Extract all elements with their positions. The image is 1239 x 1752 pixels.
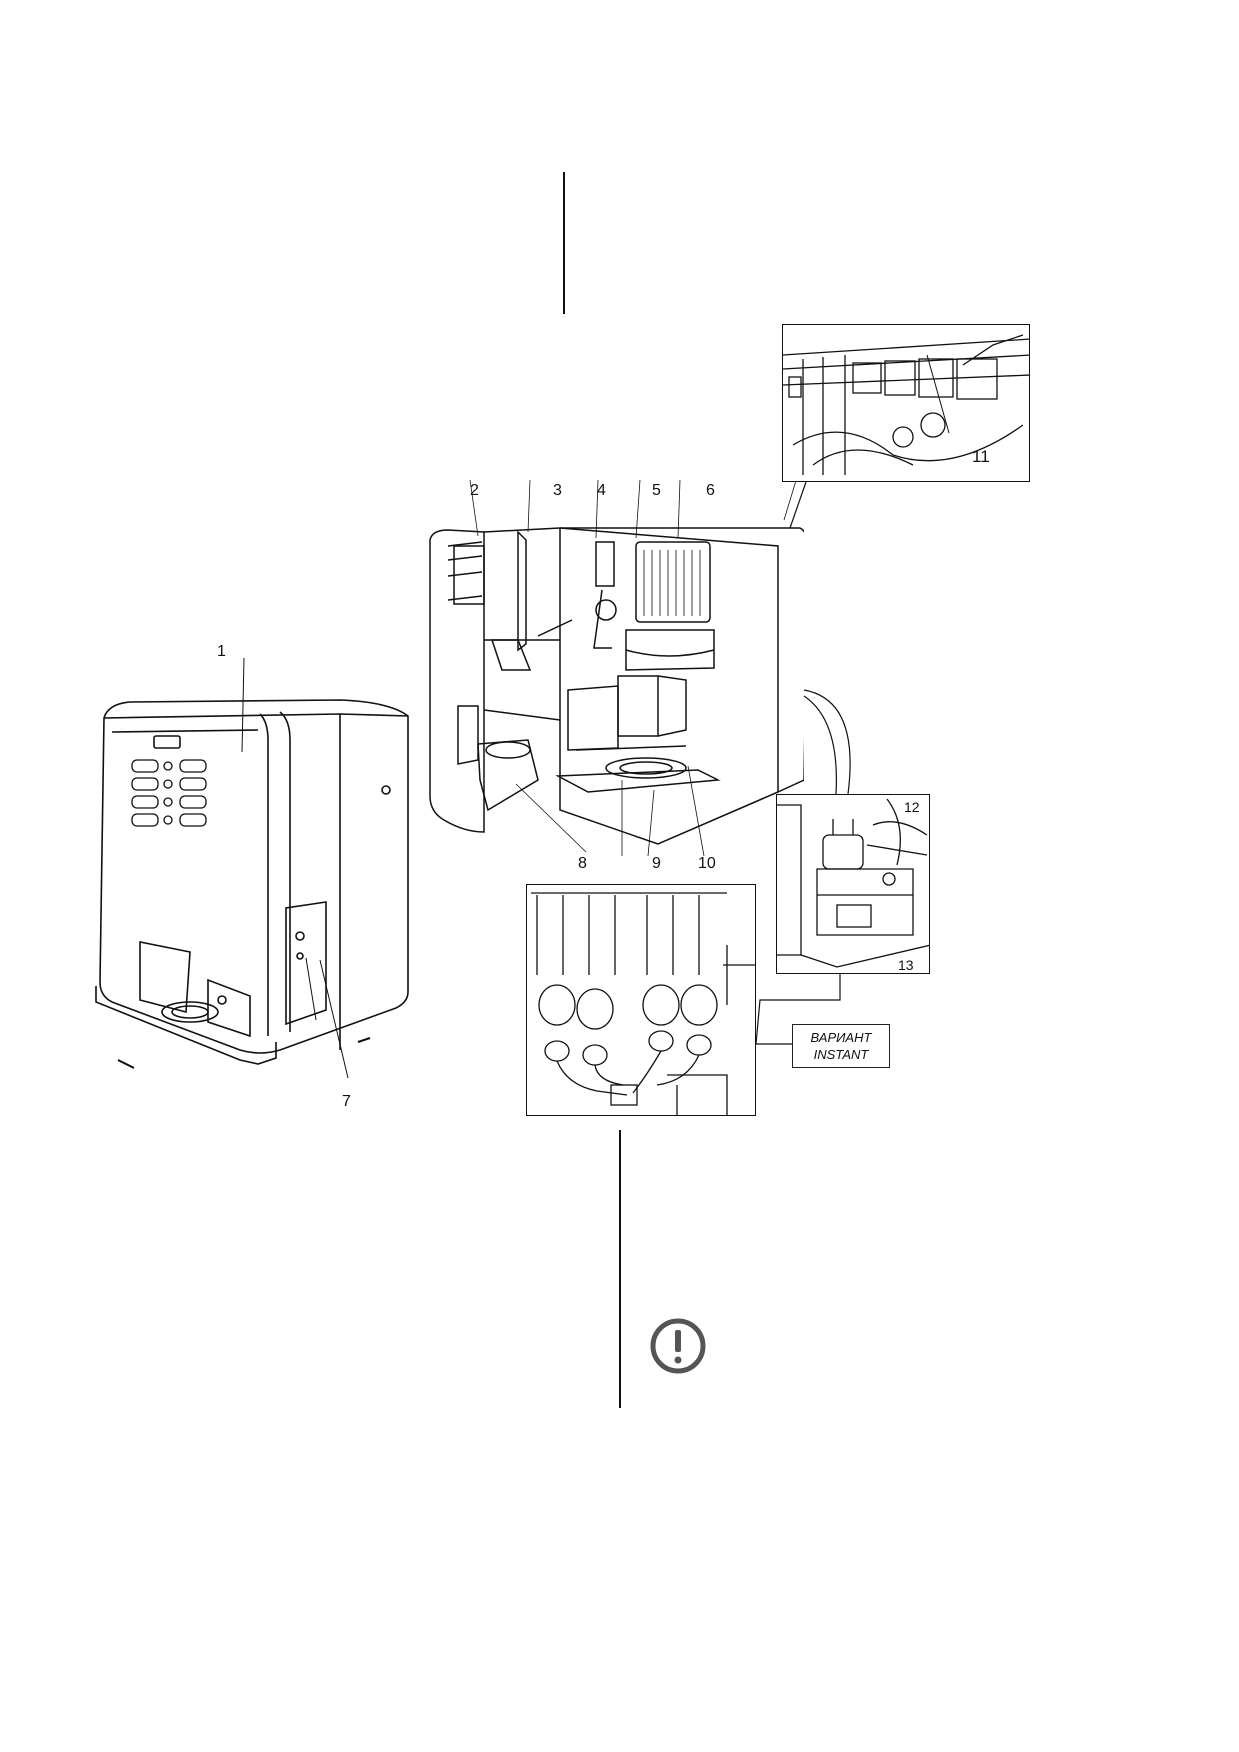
callout-12: 12: [904, 799, 920, 815]
mixer-detail-panel: [776, 794, 930, 974]
callout-6: 6: [706, 482, 715, 499]
callout-5: 5: [652, 482, 661, 499]
callout-10: 10: [698, 855, 716, 872]
callout-1: 1: [217, 643, 226, 660]
open-machine-illustration: [418, 480, 804, 875]
bottom-divider-line: [619, 1130, 621, 1408]
callout-9: 9: [652, 855, 661, 872]
instant-canisters-panel: [526, 884, 756, 1116]
callout-3: 3: [553, 482, 562, 499]
callout-8: 8: [578, 855, 587, 872]
callout-4: 4: [597, 482, 606, 499]
callout-7: 7: [342, 1093, 351, 1110]
top-divider-line: [563, 172, 565, 314]
exclamation-circle-icon: [648, 1316, 708, 1376]
closed-machine-illustration: [90, 640, 418, 1110]
callout-11: 11: [972, 447, 990, 466]
callout-13: 13: [898, 957, 914, 973]
variant-label-line1: ВАРИАНТ: [810, 1030, 872, 1045]
variant-label-line2: INSTANT: [813, 1047, 869, 1062]
callout-2: 2: [470, 482, 479, 499]
variant-instant-label: ВАРИАНТ INSTANT: [792, 1024, 890, 1068]
electronics-detail-panel: [782, 324, 1030, 482]
